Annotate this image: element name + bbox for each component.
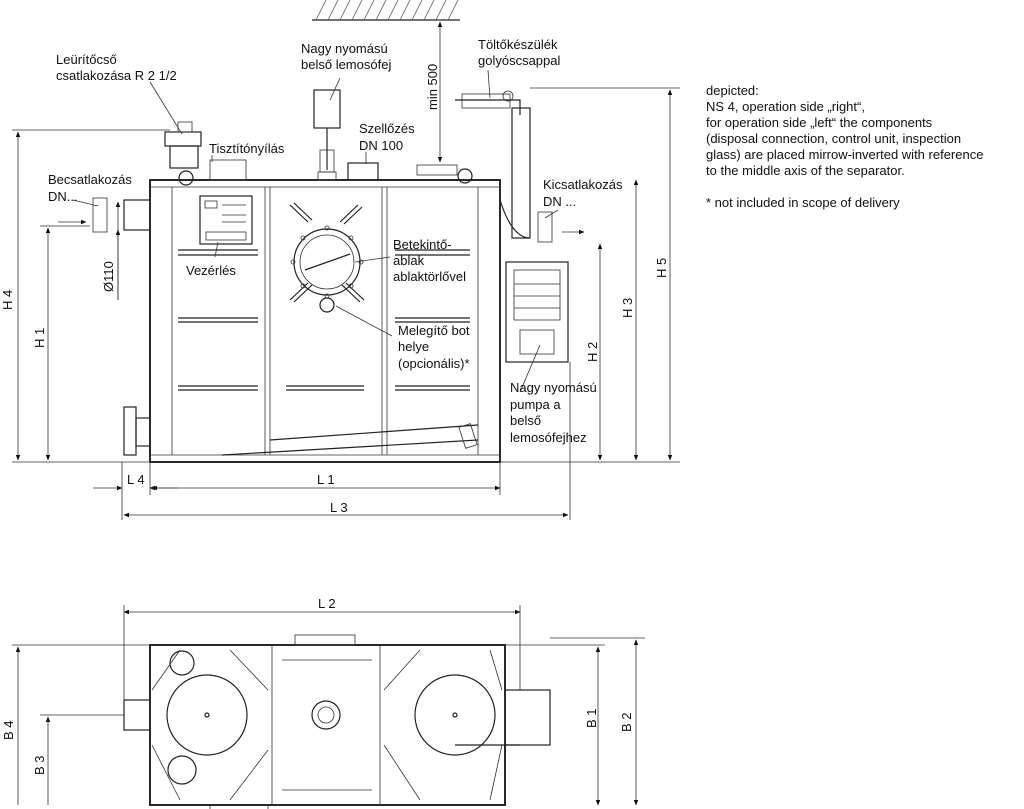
note-line: depicted: xyxy=(706,83,759,98)
ceiling-hatch xyxy=(312,0,460,21)
leader-lines xyxy=(72,69,559,393)
heater-label-line2: helye xyxy=(398,339,429,354)
drawing-notes: depicted: NS 4, operation side „right“, … xyxy=(706,83,1021,211)
note-line: (disposal connection, control unit, insp… xyxy=(706,131,962,146)
dim-h1: H 1 xyxy=(32,328,47,348)
filling-device-drawing xyxy=(455,90,553,243)
dim-l3: L 3 xyxy=(330,500,348,515)
dim-h4: H 4 xyxy=(0,290,15,310)
hp-pump-label-line4: lemosófejhez xyxy=(510,430,587,445)
ventilation-label-line2: DN 100 xyxy=(359,138,403,153)
control-unit-drawing xyxy=(199,195,253,245)
dim-l2: L 2 xyxy=(318,596,336,611)
dim-b1: B 1 xyxy=(584,708,599,728)
inlet-label-line1: Becsatlakozás xyxy=(48,172,132,187)
disposal-label-line2: csatlakozása R 2 1/2 xyxy=(56,68,177,83)
note-line: NS 4, operation side „right“, xyxy=(706,99,865,114)
note-line: glass) are placed mirrow-inverted with r… xyxy=(706,147,984,162)
plan-dimensions xyxy=(12,605,645,806)
front-dimensions xyxy=(12,21,680,520)
hp-pump-label-line3: belső xyxy=(510,413,541,428)
note-line: for operation side „left“ the components xyxy=(706,115,933,130)
outlet-label-line1: Kicsatlakozás xyxy=(543,177,623,192)
dim-b2: B 2 xyxy=(619,712,634,732)
dim-d110: Ø110 xyxy=(101,261,116,292)
control-label: Vezérlés xyxy=(186,263,236,278)
dim-l1: L 1 xyxy=(317,472,335,487)
filling-label-line1: Töltőkészülék xyxy=(478,37,558,52)
hp-pump-label-line2: pumpa a xyxy=(510,397,561,412)
hp-nozzle-label-line1: Nagy nyomású xyxy=(301,41,388,56)
inspection-label-line1: Betekintő- xyxy=(393,237,452,252)
plan-tank xyxy=(149,644,506,806)
disposal-connection-drawing xyxy=(164,121,202,169)
cleaning-opening-label: Tisztítónyílás xyxy=(209,141,285,156)
hp-pump-drawing xyxy=(505,261,569,363)
inspection-label-line3: ablaktörlővel xyxy=(393,269,466,284)
dimension-labels: H 4 H 1 Ø110 min 500 H 2 H 3 H 5 L 4 L 1… xyxy=(0,64,669,775)
disposal-label-line1: Leürítőcső xyxy=(56,52,117,67)
front-view xyxy=(92,89,569,463)
inspection-glass-drawing xyxy=(290,225,364,299)
hp-nozzle-label-line2: belső lemosófej xyxy=(301,57,391,72)
dim-h2: H 2 xyxy=(585,342,600,362)
hp-nozzle-drawing xyxy=(313,89,341,181)
heater-label-line3: (opcionális)* xyxy=(398,356,470,371)
footnote: * not included in scope of delivery xyxy=(706,195,900,210)
inlet-label-line2: DN... xyxy=(48,189,78,204)
dim-l4: L 4 xyxy=(127,472,145,487)
ventilation-label-line1: Szellőzés xyxy=(359,121,415,136)
tank-body xyxy=(149,179,501,463)
plan-view xyxy=(123,634,551,809)
dim-h3: H 3 xyxy=(620,298,635,318)
dim-min500: min 500 xyxy=(425,64,440,110)
component-labels: Leürítőcső csatlakozása R 2 1/2 Nagy nyo… xyxy=(48,37,623,445)
heater-label-line1: Melegítő bot xyxy=(398,323,470,338)
note-line: to the middle axis of the separator. xyxy=(706,163,905,178)
dim-b4: B 4 xyxy=(1,720,16,740)
inspection-label-line2: ablak xyxy=(393,253,425,268)
hp-pump-label-line1: Nagy nyomású xyxy=(510,380,597,395)
dim-h5: H 5 xyxy=(654,258,669,278)
filling-label-line2: golyóscsappal xyxy=(478,53,560,68)
dim-b3: B 3 xyxy=(32,755,47,775)
outlet-label-line2: DN ... xyxy=(543,194,576,209)
